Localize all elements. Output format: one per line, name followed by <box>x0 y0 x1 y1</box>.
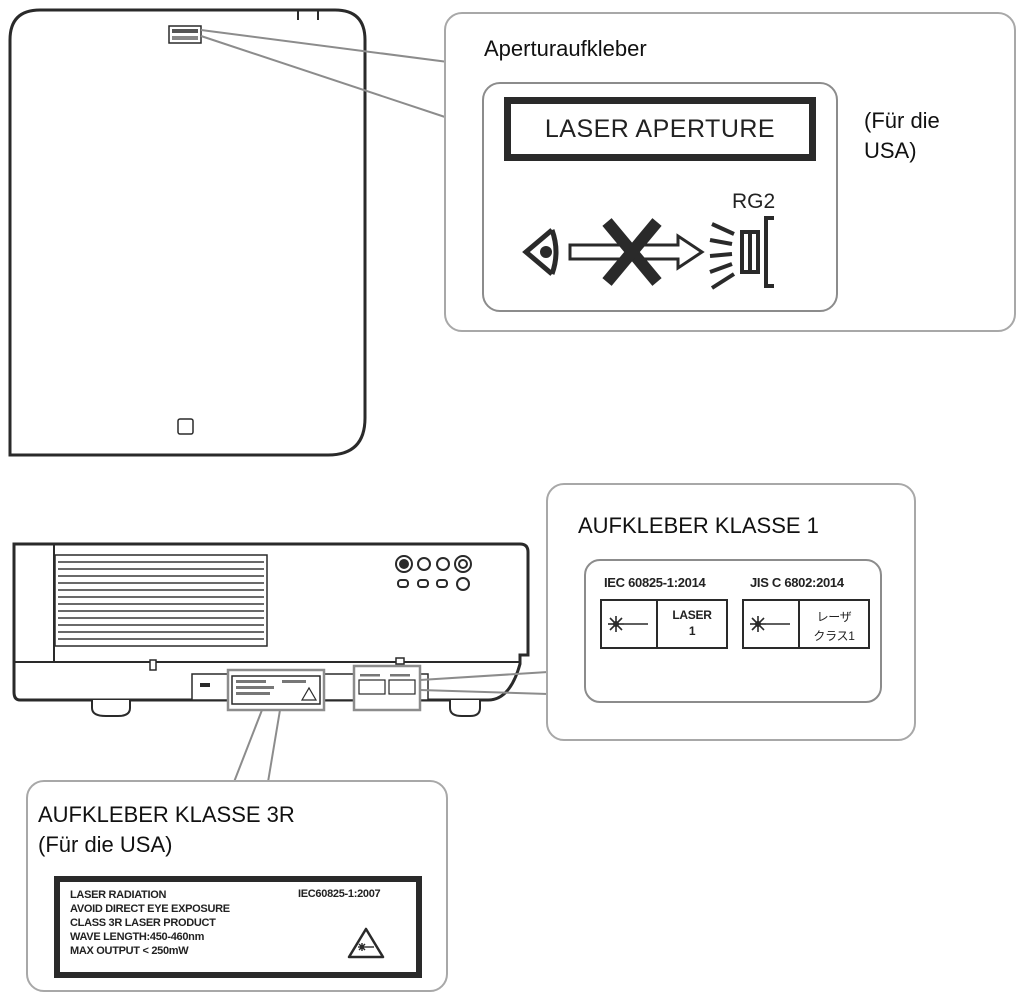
class1-callout: AUFKLEBER KLASSE 1 IEC 60825-1:2014 JIS … <box>546 483 916 741</box>
iec-standard-text: IEC 60825-1:2014 <box>604 575 706 590</box>
iec-box-line2: 1 <box>688 624 696 638</box>
vent-grille <box>54 554 268 647</box>
laser-starburst-icon <box>608 616 648 632</box>
eye-hazard-pictogram <box>522 216 774 290</box>
laser-aperture-text: LASER APERTURE <box>544 114 776 143</box>
projector-side-view <box>12 542 530 717</box>
eye-icon <box>522 228 559 276</box>
aperture-callout: Aperturaufkleber LASER APERTURE RG2 <box>444 12 1016 332</box>
class3r-line2: AVOID DIRECT EYE EXPOSURE <box>70 903 230 915</box>
light-rays-icon <box>709 222 736 290</box>
class3r-callout: AUFKLEBER KLASSE 3R (Für die USA) LASER … <box>26 780 448 992</box>
class3r-callout-title: AUFKLEBER KLASSE 3R <box>38 802 295 827</box>
class3r-line3: CLASS 3R LASER PRODUCT <box>70 917 216 929</box>
lamp-icon <box>740 216 774 288</box>
class1-sticker-mini <box>352 664 422 712</box>
iec-box-line1: LASER <box>672 608 712 622</box>
rg2-label: RG2 <box>732 190 776 213</box>
laser-warning-triangle-icon <box>347 927 385 959</box>
class3r-label-plate: LASER RADIATION AVOID DIRECT EYE EXPOSUR… <box>54 876 422 978</box>
aperture-sticker-mini <box>168 25 202 44</box>
class1-leader <box>419 671 549 695</box>
class3r-line5: MAX OUTPUT < 250mW <box>70 945 189 957</box>
projector-top-view <box>8 8 367 457</box>
jis-box-line1: レーザ <box>816 610 852 624</box>
x-cross-icon <box>602 218 662 286</box>
class3r-standard-text: IEC60825-1:2007 <box>298 888 381 900</box>
class3r-line4: WAVE LENGTH:450-460nm <box>70 931 205 943</box>
class1-label-plate: IEC 60825-1:2014 JIS C 6802:2014 LASER 1 <box>584 559 882 703</box>
laser-starburst-icon <box>750 616 790 632</box>
top-sensor-square <box>177 418 194 435</box>
iec-laser-class-box: LASER 1 <box>600 599 728 649</box>
laser-aperture-sign: LASER APERTURE <box>504 97 816 161</box>
aperture-region-note-line2: USA) <box>864 138 917 163</box>
aperture-label-plate: LASER APERTURE RG2 <box>482 82 838 312</box>
class3r-leader <box>233 709 281 783</box>
class3r-line1: LASER RADIATION <box>70 889 167 901</box>
jis-box-line2: クラス1 <box>813 629 855 643</box>
aperture-callout-title: Aperturaufkleber <box>484 36 647 61</box>
class3r-callout-subtitle: (Für die USA) <box>38 832 173 857</box>
class1-callout-title: AUFKLEBER KLASSE 1 <box>578 513 819 538</box>
class3r-text-block: LASER RADIATION AVOID DIRECT EYE EXPOSUR… <box>70 888 230 958</box>
aperture-leader <box>200 29 449 119</box>
jis-standard-text: JIS C 6802:2014 <box>750 575 844 590</box>
jis-laser-class-box: レーザ クラス1 <box>742 599 870 649</box>
aperture-region-note-line1: (Für die <box>864 108 940 133</box>
class3r-sticker-mini <box>226 668 326 712</box>
control-buttons <box>395 555 472 591</box>
